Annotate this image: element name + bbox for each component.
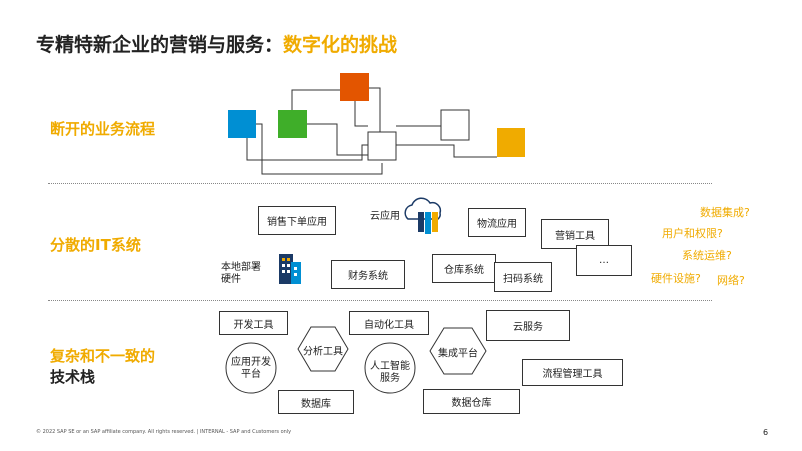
integration-platform-hexagon: [429, 327, 487, 375]
question-users-permissions: 用户和权限?: [662, 227, 723, 240]
app-dev-line2: 平台: [241, 369, 261, 380]
onprem-hardware-line2: 硬件: [221, 274, 241, 285]
data-warehouse-box: 数据仓库: [423, 389, 520, 414]
connector-line: [396, 144, 497, 158]
divider-bottom: [48, 300, 712, 301]
onprem-hardware-line1: 本地部署: [221, 262, 261, 273]
process-box-empty: [440, 109, 470, 141]
process-box-blue: [228, 110, 256, 138]
process-mgmt-tool-box: 流程管理工具: [522, 359, 623, 386]
ai-service-label: 人工智能 服务: [370, 361, 410, 385]
question-hardware: 硬件设施?: [651, 272, 701, 285]
question-data-integration: 数据集成?: [700, 206, 750, 219]
question-network: 网络?: [717, 274, 745, 287]
warehouse-system-box: 仓库系统: [432, 254, 496, 283]
section-label-tech-stack: 复杂和不一致的 技术栈: [50, 345, 155, 387]
app-dev-platform-circle: [225, 342, 277, 394]
ai-line2: 服务: [380, 373, 400, 384]
app-dev-platform-label: 应用开发 平台: [231, 357, 271, 381]
ai-service-circle: [364, 342, 416, 394]
marketing-tool-box: 营销工具: [541, 219, 609, 249]
process-box-empty: [367, 131, 397, 161]
cloud-service-box: 云服务: [486, 310, 570, 341]
more-systems-box: …: [576, 245, 632, 276]
title-main: 专精特新企业的营销与服务：: [36, 34, 284, 56]
sales-order-app-box: 销售下单应用: [258, 206, 336, 235]
onprem-hardware-label: 本地部署 硬件: [221, 262, 261, 286]
connector-line: [369, 87, 381, 132]
process-box-yellow: [497, 128, 525, 157]
page-title: 专精特新企业的营销与服务：数字化的挑战: [36, 30, 397, 57]
database-box: 数据库: [278, 390, 354, 414]
analytics-hexagon: [297, 326, 349, 372]
divider-top: [48, 183, 712, 184]
automation-tools-box: 自动化工具: [349, 311, 429, 335]
cloud-app-label: 云应用: [370, 211, 400, 222]
page-number: 6: [763, 428, 769, 437]
footer-copyright: © 2022 SAP SE or an SAP affiliate compan…: [36, 429, 292, 435]
connector-line: [291, 89, 340, 110]
ai-line1: 人工智能: [370, 361, 410, 372]
dev-tools-box: 开发工具: [219, 311, 288, 335]
process-box-green: [278, 110, 307, 138]
logistics-app-box: 物流应用: [468, 208, 526, 237]
tech-stack-label-line1: 复杂和不一致的: [50, 347, 156, 365]
connector-line: [354, 101, 368, 127]
question-operations: 系统运维?: [682, 249, 732, 262]
app-dev-line1: 应用开发: [231, 357, 271, 368]
integration-platform-label: 集成平台: [438, 348, 478, 360]
scanning-system-box: 扫码系统: [494, 262, 552, 292]
title-accent: 数字化的挑战: [283, 34, 398, 56]
connector-line: [246, 138, 368, 161]
tech-stack-label-line2: 技术栈: [50, 368, 96, 386]
process-box-orange: [340, 73, 369, 101]
finance-system-box: 财务系统: [331, 260, 405, 289]
section-label-it-systems: 分散的IT系统: [50, 236, 141, 254]
analytics-label: 分析工具: [303, 346, 343, 358]
section-label-processes: 断开的业务流程: [50, 120, 156, 138]
connector-line: [307, 123, 370, 156]
